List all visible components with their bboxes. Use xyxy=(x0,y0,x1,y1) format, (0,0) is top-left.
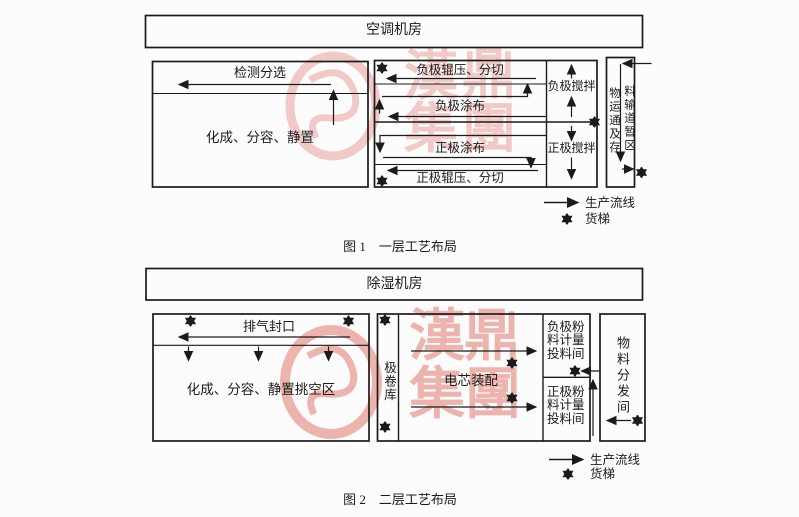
flow-arrow xyxy=(375,134,546,154)
fig1-neg-mixing-label: 负极搅拌 xyxy=(547,79,596,93)
flow-arrow xyxy=(383,156,536,169)
fig1-caption: 图 1 一层工艺布局 xyxy=(250,239,550,255)
legend-elevator-icon xyxy=(561,213,573,225)
fig1-pos-mixing-label: 正极搅拌 xyxy=(547,141,596,155)
freight-elevator-icon xyxy=(379,314,391,326)
dehumidifier-room-box xyxy=(145,267,644,301)
watermark-char: 漢 xyxy=(409,306,466,368)
fig2-distribution-room-label: 物料分发间 xyxy=(615,336,630,416)
fig2-caption-text: 二层工艺布局 xyxy=(378,492,457,507)
fig1-neg-rolling-label: 负极辊压、分切 xyxy=(416,63,504,77)
fig2-neg-powder-room-label: 负极粉料计量投料间 xyxy=(547,320,585,361)
fig1-detection-label: 检测分选 xyxy=(233,65,286,80)
fig1-corridor-label-right-column: 料输道暂区 xyxy=(623,85,635,153)
fig1-legend-elevator-label: 货梯 xyxy=(585,212,611,226)
fig1-pos-coating-label: 正极涂布 xyxy=(434,141,485,155)
fig2-legend-flow-label: 生产流线 xyxy=(590,453,641,467)
watermark-char: 集 xyxy=(408,364,465,426)
fig1-neg-coating-label: 负极涂布 xyxy=(434,99,485,113)
fig2-caption-label: 图 2 xyxy=(343,492,366,507)
figure2-linework xyxy=(145,267,646,480)
material-corridor-box xyxy=(605,56,636,188)
freight-elevator-icon xyxy=(569,365,581,377)
fig2-machine-room-label: 除湿机房 xyxy=(366,277,423,292)
fig1-machine-room-label: 空调机房 xyxy=(366,23,422,38)
flow-arrow xyxy=(382,82,533,98)
fig2-formation-label: 化成、分容、静置挑空区 xyxy=(186,382,336,397)
fig1-formation-label: 化成、分容、静置 xyxy=(206,130,314,145)
freight-elevator-icon xyxy=(636,167,647,178)
fig1-legend-flow-label: 生产流线 xyxy=(585,196,636,210)
fig1-corridor-label-left-column: 物运通及存 xyxy=(608,87,620,155)
red-seal-watermark-figure2: 漢 鼎 集 團 xyxy=(280,306,521,439)
fig2-legend-elevator-label: 货梯 xyxy=(590,467,616,481)
freight-elevator-icon xyxy=(632,415,643,426)
fig1-caption-label: 图 1 xyxy=(343,239,366,254)
watermark-char: 鼎 xyxy=(462,45,516,105)
fig2-roll-store-label: 极卷库 xyxy=(382,361,396,402)
watermark-char: 集 xyxy=(403,99,458,159)
fig1-pos-rolling-label: 正极辊压、分切 xyxy=(416,171,504,185)
figure1-linework xyxy=(144,14,652,225)
ac-machine-room-box xyxy=(144,14,644,49)
freight-elevator-icon xyxy=(379,421,391,433)
formation-block-box xyxy=(151,60,369,188)
fig2-exhaust-label: 排气封口 xyxy=(242,319,295,334)
fig2-assembly-label: 电芯装配 xyxy=(444,373,498,388)
watermark-char: 鼎 xyxy=(464,306,520,368)
distribution-room-box xyxy=(599,313,646,442)
fig1-caption-text: 一层工艺布局 xyxy=(378,239,457,254)
formation-void-block-box xyxy=(152,313,370,442)
legend-elevator-icon xyxy=(562,468,574,480)
fig2-pos-powder-room-label: 正极粉料计量投料间 xyxy=(547,385,585,426)
fig2-caption: 图 2 二层工艺布局 xyxy=(250,492,550,508)
watermark-char: 團 xyxy=(462,99,516,159)
